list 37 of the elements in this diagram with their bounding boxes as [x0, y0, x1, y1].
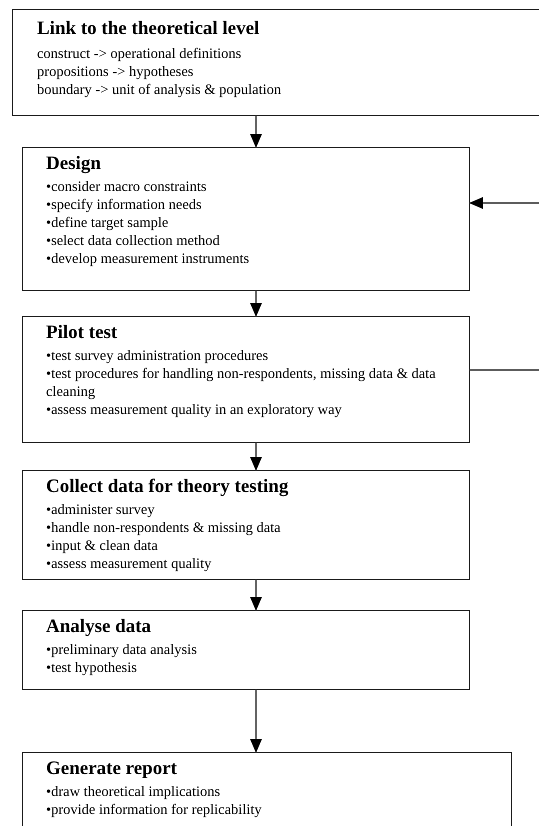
- arrow: [250, 580, 262, 611]
- box-heading: Design: [46, 154, 101, 174]
- bullet-item: •define target sample: [46, 214, 170, 232]
- arrow: [250, 291, 262, 317]
- bullet-item: •assess measurement quality: [46, 555, 212, 573]
- feedback-arrow: [469, 197, 539, 371]
- bullet-item: •assess measurement quality in an exploratory way: [46, 401, 343, 419]
- mapping-line: propositions -> hypotheses: [37, 63, 194, 81]
- bullet-item: •provide information for replicability: [46, 801, 263, 819]
- bullet-item: •test hypothesis: [46, 659, 138, 677]
- arrow: [250, 116, 262, 148]
- arrow: [250, 443, 262, 471]
- mapping-line: construct -> operational definitions: [37, 45, 242, 63]
- arrow: [250, 690, 262, 753]
- box-heading: Collect data for theory testing: [46, 477, 288, 497]
- bullet-item: •test survey administration procedures: [46, 347, 270, 365]
- process-box: [22, 147, 470, 291]
- bullet-item: •test procedures for handling non-respondents, missing data & data cleaning: [46, 365, 437, 401]
- bullet-item: •preliminary data analysis: [46, 641, 198, 659]
- bullet-item: •develop measurement instruments: [46, 250, 250, 268]
- bullet-item: •specify information needs: [46, 196, 203, 214]
- bullet-item: •input & clean data: [46, 537, 159, 555]
- box-heading: Pilot test: [46, 323, 118, 343]
- bullet-item: •select data collection method: [46, 232, 221, 250]
- box-heading: Link to the theoretical level: [37, 19, 260, 39]
- process-box: [22, 752, 512, 826]
- bullet-item: •administer survey: [46, 501, 156, 519]
- bullet-item: •handle non-respondents & missing data: [46, 519, 282, 537]
- bullet-item: •consider macro constraints: [46, 178, 208, 196]
- box-heading: Generate report: [46, 759, 178, 779]
- process-box: [12, 9, 539, 116]
- mapping-line: boundary -> unit of analysis & population: [37, 81, 282, 99]
- process-box: [22, 316, 470, 443]
- process-box: [22, 610, 470, 690]
- process-box: [22, 470, 470, 580]
- bullet-item: •draw theoretical implications: [46, 783, 222, 801]
- box-heading: Analyse data: [46, 617, 152, 637]
